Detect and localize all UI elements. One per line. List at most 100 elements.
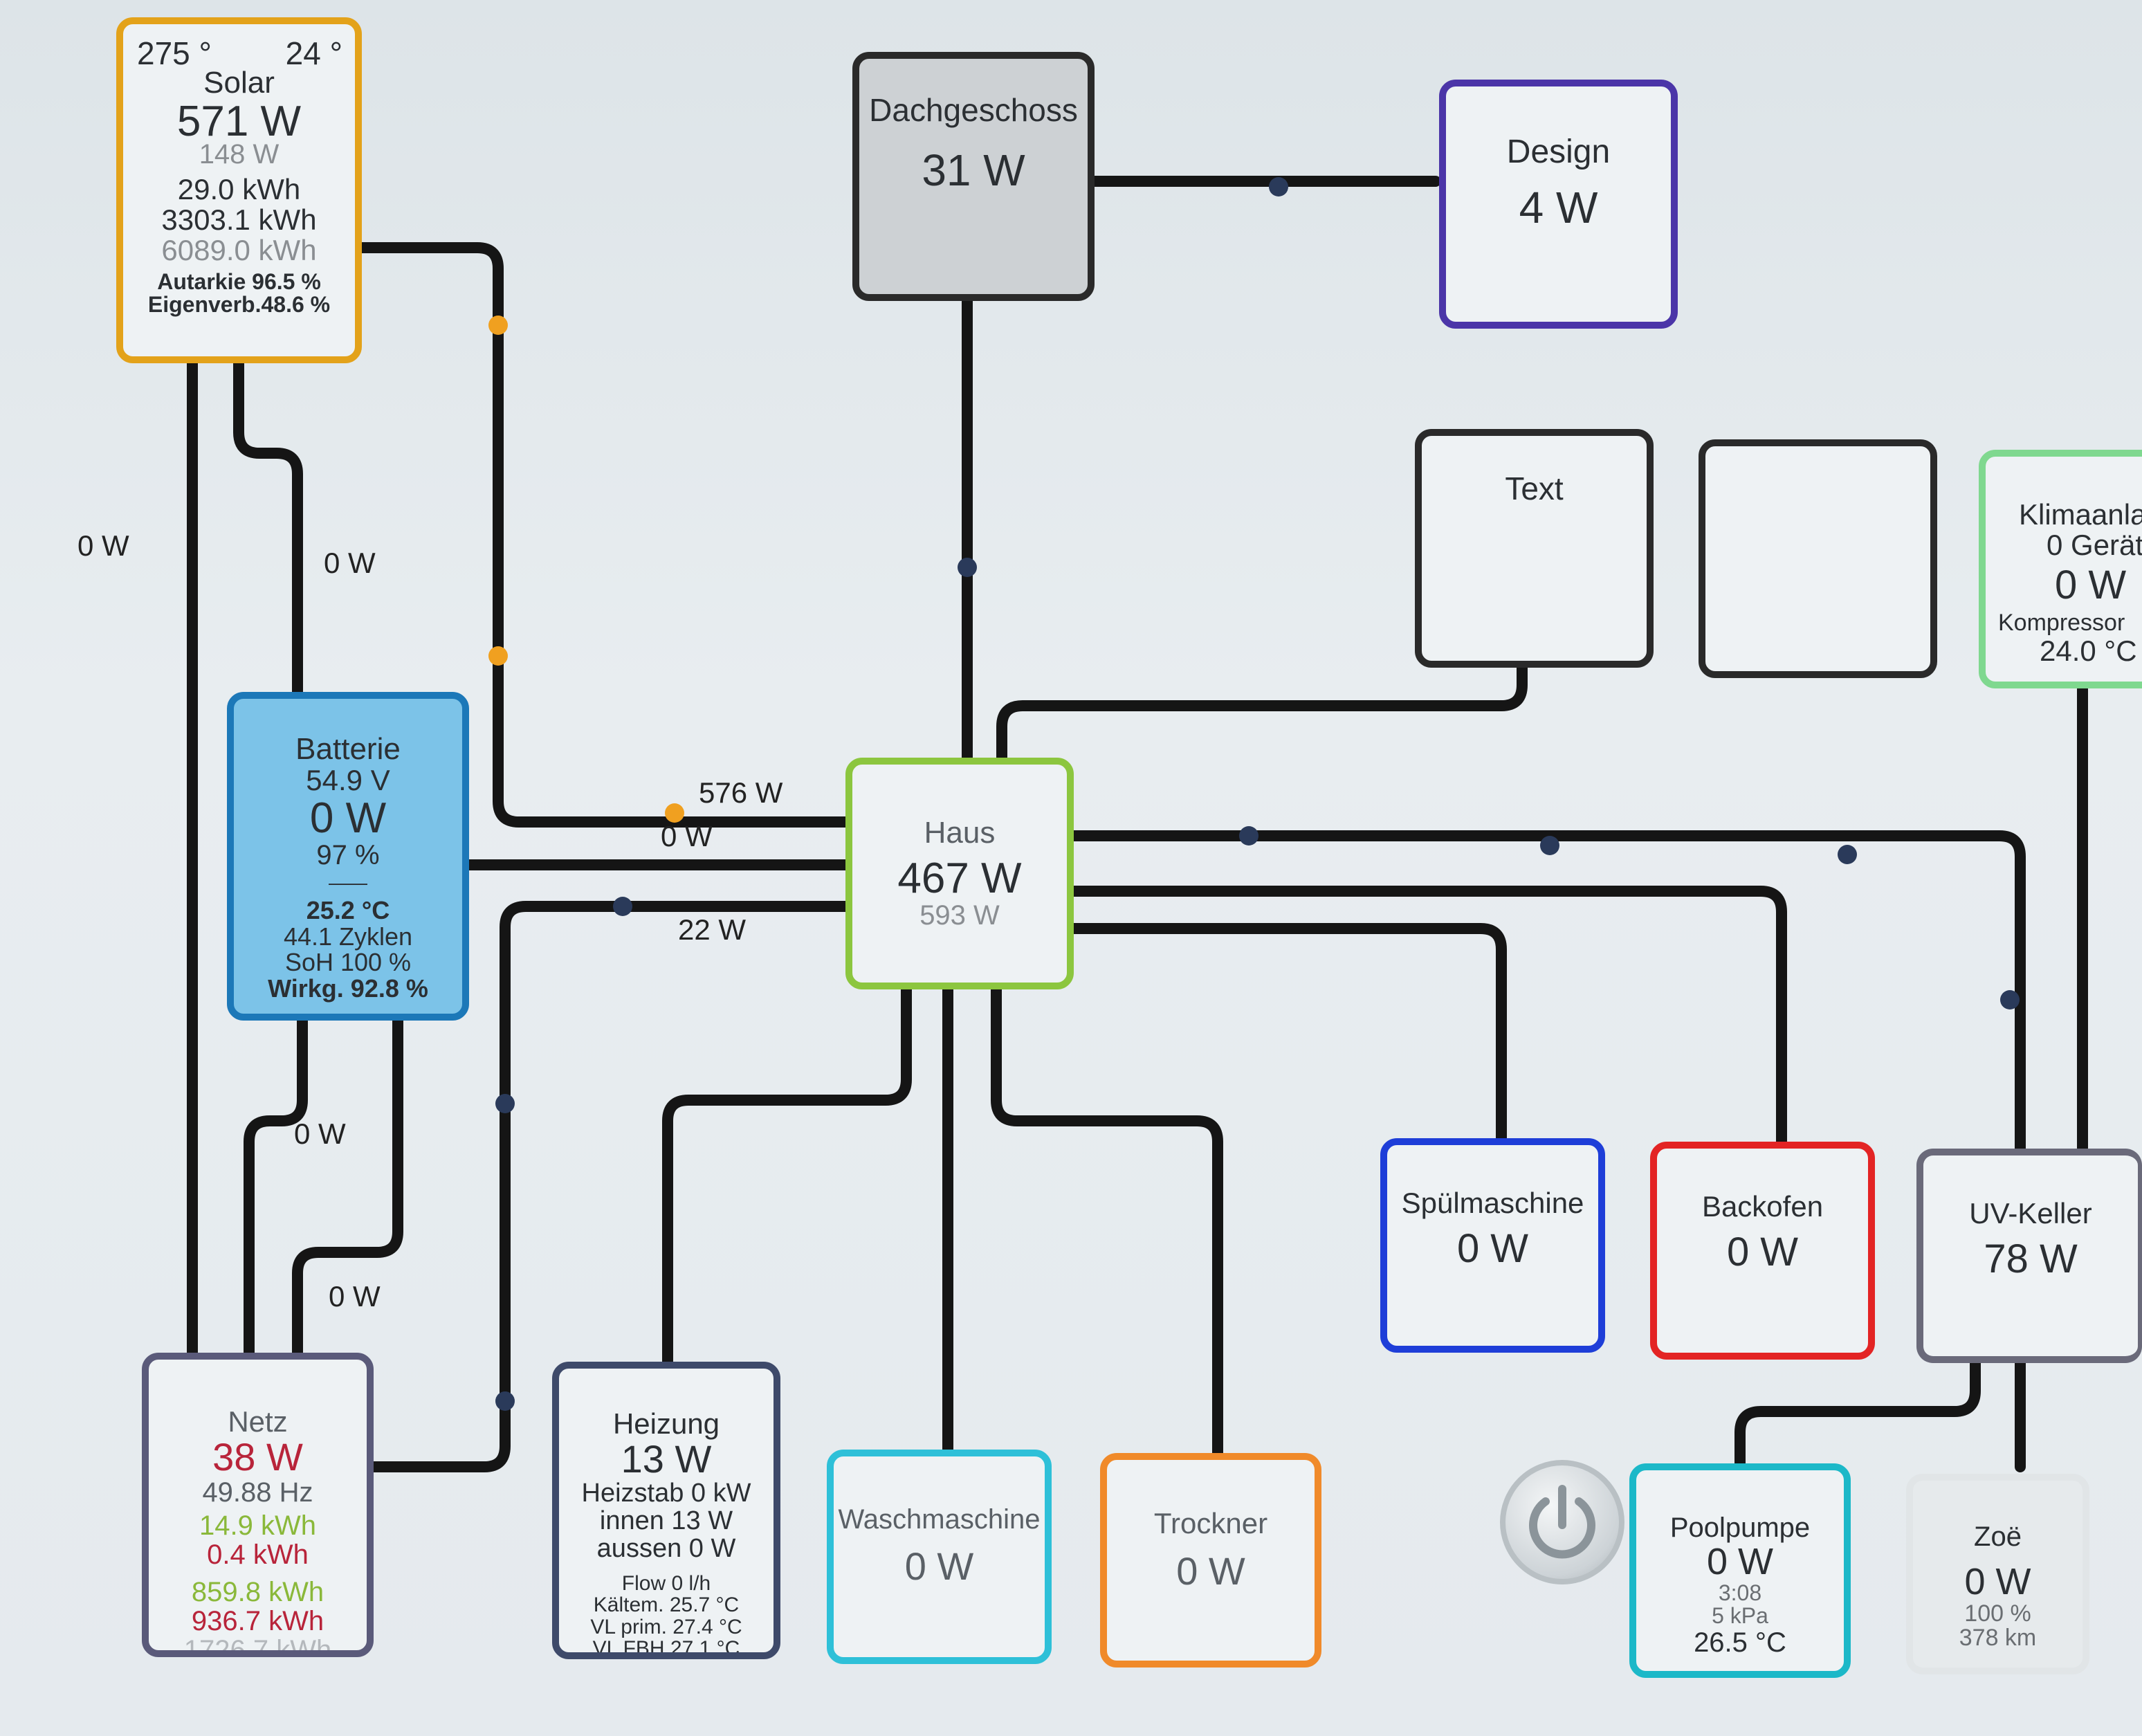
- zoe-title: Zoë: [1974, 1522, 2022, 1552]
- flow-label-solar-netz: 0 W: [77, 529, 129, 562]
- solar-title: Solar: [203, 66, 275, 100]
- heizung-kaeltemittel: Kältem. 25.7 °C: [593, 1593, 740, 1617]
- flow-dot: [495, 1094, 515, 1113]
- flow-dot: [1540, 836, 1559, 855]
- flow-dot: [1269, 177, 1288, 197]
- poolpumpe-time: 3:08: [1718, 1580, 1762, 1605]
- uv-keller-card[interactable]: UV-Keller 78 W: [1916, 1149, 2142, 1363]
- design-title: Design: [1506, 134, 1611, 170]
- heizung-title: Heizung: [612, 1407, 720, 1440]
- batterie-zyklen: 44.1 Zyklen: [283, 922, 413, 951]
- batterie-soc: 97 %: [316, 840, 380, 871]
- netz-card[interactable]: Netz 38 W 49.88 Hz 14.9 kWh 0.4 kWh 859.…: [142, 1353, 374, 1657]
- netz-frequency: 49.88 Hz: [202, 1477, 313, 1508]
- klima-title: Klimaanla: [2019, 498, 2142, 531]
- trockner-title: Trockner: [1153, 1507, 1268, 1539]
- heizung-innen: innen 13 W: [599, 1506, 733, 1535]
- backofen-power: 0 W: [1726, 1230, 1799, 1275]
- flow-dot: [1239, 826, 1258, 846]
- flow-line-batterie-netz-1: [244, 1010, 308, 1379]
- spuelmaschine-title: Spülmaschine: [1401, 1187, 1584, 1219]
- netz-import-today: 14.9 kWh: [199, 1510, 316, 1541]
- design-card[interactable]: Design 4 W: [1439, 80, 1678, 329]
- flow-label-netz-haus: 22 W: [678, 913, 747, 946]
- netz-sum-total: 1726.7 kWh: [183, 1634, 332, 1657]
- power-button[interactable]: [1500, 1460, 1624, 1584]
- solar-eigenverbrauch: Eigenverb.48.6 %: [147, 292, 331, 318]
- batterie-divider: ——: [329, 872, 367, 894]
- flow-line-solar-haus: [354, 242, 857, 828]
- poolpumpe-pressure: 5 kPa: [1712, 1603, 1768, 1629]
- flow-line-haus-spuelmaschine: [1063, 923, 1507, 1147]
- zoe-power: 0 W: [1964, 1561, 2031, 1602]
- backofen-card[interactable]: Backofen 0 W: [1650, 1142, 1875, 1360]
- klima-power: 0 W: [2055, 563, 2127, 608]
- solar-power: 571 W: [176, 98, 302, 146]
- backofen-title: Backofen: [1701, 1190, 1824, 1223]
- dachgeschoss-card[interactable]: Dachgeschoss 31 W: [852, 52, 1095, 301]
- haus-card[interactable]: Haus 467 W 593 W: [845, 758, 1074, 989]
- solar-autarkie: Autarkie 96.5 %: [157, 268, 321, 294]
- netz-export-today: 0.4 kWh: [207, 1539, 309, 1570]
- heizung-power: 13 W: [621, 1437, 712, 1481]
- flow-label-batterie-haus: 0 W: [661, 820, 713, 852]
- heizung-aussen: aussen 0 W: [596, 1533, 736, 1563]
- solar-total2: 6089.0 kWh: [161, 234, 317, 267]
- batterie-card[interactable]: Batterie 54.9 V 0 W 97 % —— 25.2 °C 44.1…: [227, 692, 469, 1021]
- flow-line-haus-trockner: [991, 983, 1223, 1462]
- netz-title: Netz: [228, 1405, 288, 1438]
- waschmaschine-title: Waschmaschine: [838, 1504, 1041, 1535]
- waschmaschine-power: 0 W: [904, 1544, 974, 1588]
- flow-label-batterie-netz-2: 0 W: [329, 1280, 381, 1313]
- heizung-vl-prim: VL prim. 27.4 °C: [590, 1615, 742, 1638]
- text-card[interactable]: Text: [1415, 429, 1654, 668]
- batterie-soh: SoH 100 %: [284, 948, 412, 977]
- batterie-temp: 25.2 °C: [306, 895, 390, 924]
- zoe-soc: 100 %: [1964, 1600, 2031, 1627]
- klima-kompressor: Kompressor: [1998, 610, 2125, 637]
- flow-line-text-haus: [996, 660, 1528, 767]
- text-card-title: Text: [1505, 470, 1564, 506]
- flow-line-solar-batterie: [233, 351, 303, 697]
- solar-elevation: 24 °: [285, 35, 342, 71]
- flow-line-haus-zoe: [1063, 830, 2026, 1472]
- poolpumpe-card[interactable]: Poolpumpe 0 W 3:08 5 kPa 26.5 °C: [1629, 1463, 1851, 1678]
- netz-import-total: 859.8 kWh: [191, 1576, 324, 1607]
- zoe-card[interactable]: Zoë 0 W 100 % 378 km: [1906, 1474, 2089, 1674]
- spuelmaschine-card[interactable]: Spülmaschine 0 W: [1380, 1138, 1605, 1353]
- solar-azimuth: 275 °: [137, 35, 212, 71]
- waschmaschine-card[interactable]: Waschmaschine 0 W: [827, 1450, 1052, 1664]
- batterie-power: 0 W: [309, 794, 387, 843]
- klimaanlage-card[interactable]: Klimaanla 0 Gerät 0 W Kompressor 24.0 °C: [1979, 450, 2142, 688]
- power-icon: [1529, 1485, 1595, 1559]
- heizung-card[interactable]: Heizung 13 W Heizstab 0 kW innen 13 W au…: [552, 1362, 780, 1659]
- dachgeschoss-title: Dachgeschoss: [869, 92, 1078, 128]
- solar-card[interactable]: 275 ° 24 ° Solar 571 W 148 W 29.0 kWh 33…: [116, 17, 362, 363]
- heizung-vl-fbh: VL FBH 27.1 °C: [592, 1637, 740, 1659]
- solar-today: 29.0 kWh: [177, 173, 301, 206]
- netz-export-total: 936.7 kWh: [191, 1605, 324, 1636]
- design-power: 4 W: [1519, 183, 1598, 233]
- solar-total: 3303.1 kWh: [161, 203, 317, 237]
- flow-dot: [2000, 990, 2020, 1009]
- klima-temp: 24.0 °C: [2040, 634, 2137, 667]
- trockner-power: 0 W: [1176, 1549, 1245, 1593]
- batterie-voltage: 54.9 V: [306, 764, 390, 797]
- flow-line-haus-heizung: [662, 983, 912, 1372]
- trockner-card[interactable]: Trockner 0 W: [1100, 1453, 1321, 1668]
- spuelmaschine-power: 0 W: [1456, 1226, 1529, 1272]
- batterie-wirkungsgrad: Wirkg. 92.8 %: [268, 974, 428, 1003]
- empty-card[interactable]: [1699, 439, 1937, 678]
- heizung-flow: Flow 0 l/h: [621, 1571, 711, 1595]
- flow-line-haus-backofen: [1063, 886, 1787, 1151]
- haus-power: 467 W: [897, 855, 1022, 903]
- flow-dot: [495, 1391, 515, 1411]
- heizung-heizstab: Heizstab 0 kW: [581, 1478, 751, 1508]
- flow-dot: [1838, 845, 1857, 864]
- flow-line-batterie-netz-2: [292, 1010, 403, 1379]
- dachgeschoss-power: 31 W: [922, 145, 1025, 196]
- poolpumpe-power: 0 W: [1706, 1541, 1773, 1582]
- flow-dot: [488, 316, 508, 335]
- poolpumpe-title: Poolpumpe: [1669, 1513, 1811, 1543]
